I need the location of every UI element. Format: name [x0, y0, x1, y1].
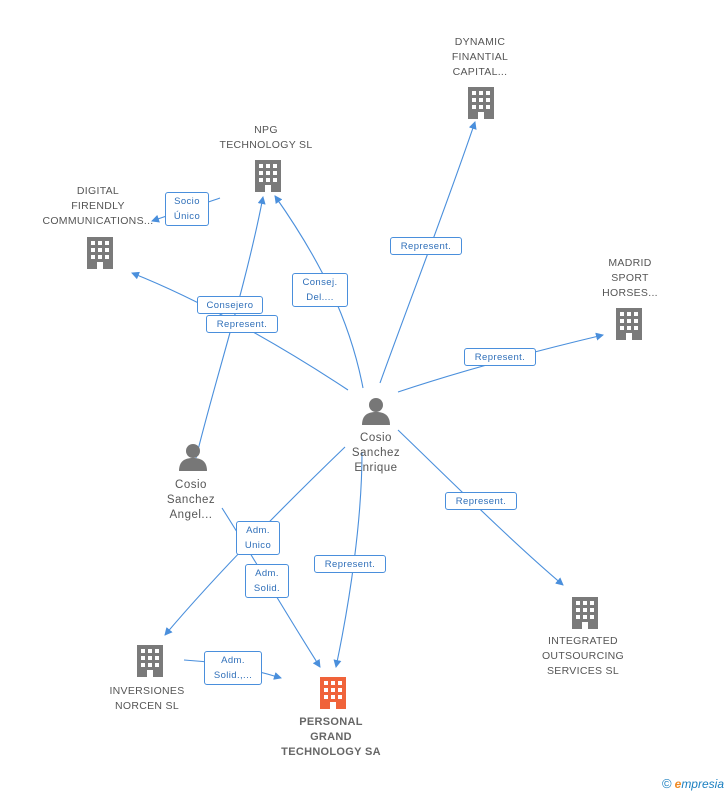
building-icon [572, 597, 598, 629]
person-icon [362, 398, 390, 425]
edge-label-represent: Represent. [390, 237, 462, 255]
edge-label-socio-unico: Socio Único [165, 192, 209, 226]
brand-logo-e: e [674, 777, 682, 791]
node-inversiones-norcen[interactable]: INVERSIONES NORCEN SL [109, 685, 185, 712]
edge-label-adm-solid-2: Adm. Solid.,... [204, 651, 262, 685]
building-icon [255, 160, 281, 192]
node-madrid-sport-horses[interactable]: MADRID SPORT HORSES... [602, 257, 658, 299]
person-icon [179, 444, 207, 471]
node-cosio-sanchez-enrique[interactable]: Cosio Sanchez Enrique [351, 432, 401, 474]
edge-label-consejero: Consejero [197, 296, 263, 314]
edge-label-represent: Represent. [314, 555, 386, 573]
copyright-symbol: © [662, 776, 672, 791]
edge-label-represent: Represent. [206, 315, 278, 333]
node-personal-grand-technology[interactable]: PERSONAL GRAND TECHNOLOGY SA [281, 716, 381, 758]
building-icon [137, 645, 163, 677]
building-icon [616, 308, 642, 340]
node-digital-firendly[interactable]: DIGITAL FIRENDLY COMMUNICATIONS... [42, 185, 154, 227]
edge-label-consej-del: Consej. Del.... [292, 273, 348, 307]
brand-footer: ©empresia [662, 776, 724, 791]
node-dynamic-finantial-capital[interactable]: DYNAMIC FINANTIAL CAPITAL... [451, 36, 509, 78]
edge-angel-npg [195, 196, 266, 459]
node-cosio-sanchez-angel[interactable]: Cosio Sanchez Angel... [166, 479, 216, 521]
edge-label-represent: Represent. [445, 492, 517, 510]
edge-label-represent: Represent. [464, 348, 536, 366]
building-icon-main [320, 677, 346, 709]
brand-logo-text: mpresia [681, 777, 724, 791]
building-icon [87, 237, 113, 269]
edge-label-adm-unico: Adm. Unico [236, 521, 280, 555]
node-integrated-outsourcing[interactable]: INTEGRATED OUTSOURCING SERVICES SL [541, 635, 625, 677]
edge-label-adm-solid: Adm. Solid. [245, 564, 289, 598]
building-icon [468, 87, 494, 119]
node-npg-technology[interactable]: NPG TECHNOLOGY SL [219, 124, 313, 151]
